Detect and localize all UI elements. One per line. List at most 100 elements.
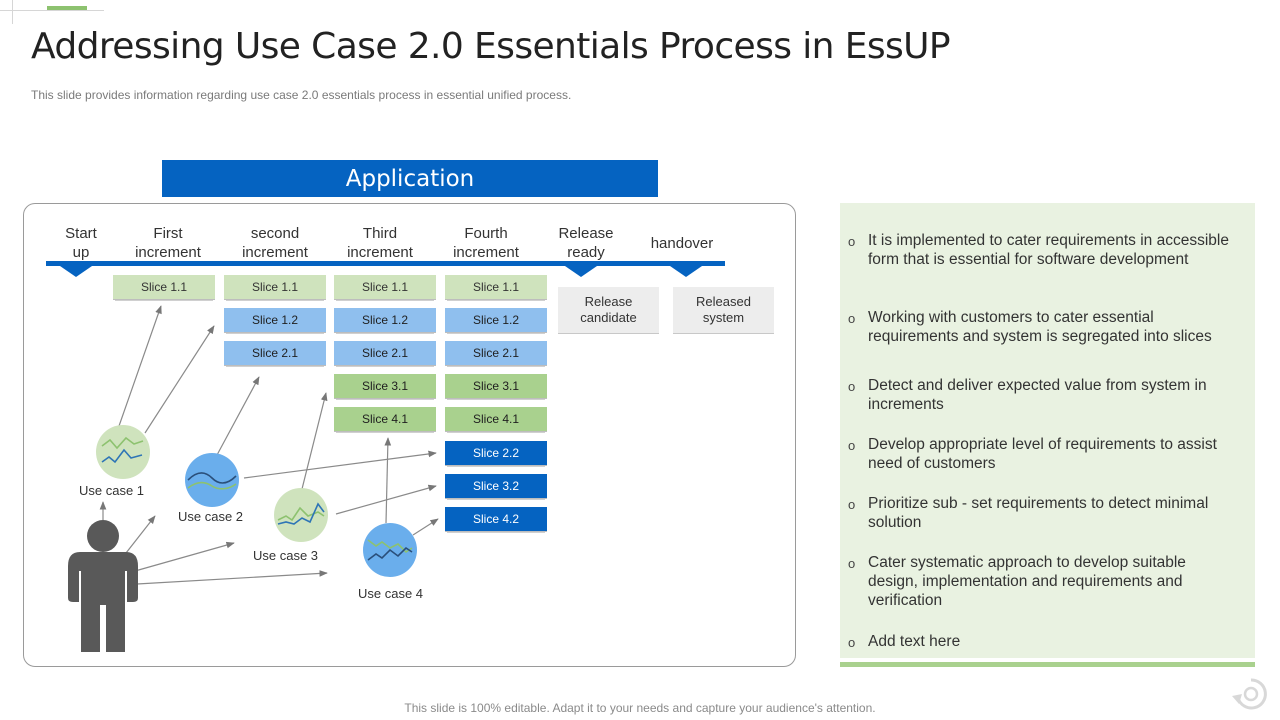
use-case-2-label: Use case 2 bbox=[178, 509, 244, 524]
slice-box: Slice 2.1 bbox=[445, 341, 547, 366]
slice-box: Slice 1.1 bbox=[113, 275, 215, 300]
bullet-text: Detect and deliver expected value from s… bbox=[868, 376, 1248, 414]
slice-box: Slice 1.1 bbox=[224, 275, 326, 300]
arrow-uc4-fourth bbox=[412, 518, 439, 536]
arrow-uc4-third bbox=[384, 437, 392, 524]
bullet-line: Develop appropriate level of requirement… bbox=[868, 436, 1217, 453]
trend-chart-icon bbox=[101, 436, 144, 464]
bullet-text: Prioritize sub - set requirements to det… bbox=[868, 494, 1248, 532]
bullet-line: Cater systematic approach to develop sui… bbox=[868, 554, 1186, 571]
slice-box: Slice 2.1 bbox=[334, 341, 436, 366]
stage-line-1: handover bbox=[650, 235, 714, 252]
stage-line-2: ready bbox=[567, 244, 605, 261]
bullet-line: It is implemented to cater requirements … bbox=[868, 232, 1229, 249]
stage-line-2: increment bbox=[242, 244, 308, 261]
stage-label-third-increment: Third increment bbox=[333, 224, 427, 262]
bullet-text: Working with customers to cater essentia… bbox=[868, 308, 1248, 346]
stage-label-start-up: Start up bbox=[50, 224, 112, 262]
release-candidate-line-1: Release bbox=[584, 294, 633, 309]
corner-accent bbox=[47, 6, 87, 10]
bullet-marker: o bbox=[848, 635, 856, 650]
slice-box: Slice 1.1 bbox=[445, 275, 547, 300]
timeline-marker-start bbox=[60, 266, 92, 277]
arrow-uc1-second bbox=[144, 325, 215, 434]
bullet-line: Detect and deliver expected value from s… bbox=[868, 377, 1207, 394]
refresh-logo-icon bbox=[1232, 678, 1267, 710]
timeline-line bbox=[46, 261, 725, 266]
page-title: Addressing Use Case 2.0 Essentials Proce… bbox=[31, 26, 951, 67]
footer-note: This slide is 100% editable. Adapt it to… bbox=[404, 701, 876, 715]
stage-line-1: First bbox=[153, 225, 183, 242]
use-case-diagram bbox=[68, 305, 439, 652]
timeline-bar bbox=[46, 261, 725, 277]
timeline-marker-handover bbox=[670, 266, 702, 277]
trend-chart-icon bbox=[277, 502, 325, 525]
bullet-marker: o bbox=[848, 311, 856, 326]
use-case-1-circle bbox=[96, 425, 150, 479]
stage-label-release-ready: Release ready bbox=[549, 224, 623, 262]
description-panel bbox=[840, 203, 1255, 658]
arrow-person-uc3 bbox=[134, 541, 235, 572]
release-candidate-line-2: candidate bbox=[580, 310, 637, 325]
bullet-text: Cater systematic approach to develop sui… bbox=[868, 553, 1248, 610]
corner-line-horizontal bbox=[0, 10, 104, 11]
arrow-uc1-first bbox=[118, 305, 162, 427]
corner-line-vertical bbox=[12, 0, 13, 24]
stage-line-2: increment bbox=[347, 244, 413, 261]
stage-line-1: Fourth bbox=[464, 225, 508, 242]
stage-line-1: Release bbox=[558, 225, 614, 242]
bullet-marker: o bbox=[848, 379, 856, 394]
slice-box: Slice 2.2 bbox=[445, 441, 547, 466]
trend-chart-icon bbox=[367, 539, 413, 561]
stage-label-second-increment: second increment bbox=[228, 224, 322, 262]
arrow-uc2-second bbox=[216, 376, 260, 456]
stage-line-2: up bbox=[72, 244, 90, 261]
bullet-line: Working with customers to cater essentia… bbox=[868, 309, 1154, 326]
stage-line-1: second bbox=[250, 225, 300, 242]
slice-box: Slice 2.1 bbox=[224, 341, 326, 366]
slice-box: Slice 3.2 bbox=[445, 474, 547, 499]
slice-box: Slice 3.1 bbox=[445, 374, 547, 399]
stage-label-first-increment: First increment bbox=[122, 224, 214, 262]
bullet-text: Develop appropriate level of requirement… bbox=[868, 435, 1248, 473]
slice-box: Slice 4.1 bbox=[334, 407, 436, 432]
diagram-frame bbox=[23, 203, 796, 667]
stage-line-1: Start bbox=[65, 225, 97, 242]
arrow-group bbox=[99, 305, 439, 585]
bullet-text: It is implemented to cater requirements … bbox=[868, 231, 1248, 269]
slice-box: Slice 4.1 bbox=[445, 407, 547, 432]
bullet-line: solution bbox=[868, 514, 922, 531]
use-case-4-circle bbox=[363, 523, 417, 577]
stage-line-1: Third bbox=[362, 225, 398, 242]
bullet-line: Add text here bbox=[868, 633, 961, 650]
bullet-line: requirements and system is segregated in… bbox=[868, 328, 1212, 345]
timeline-marker-release bbox=[565, 266, 597, 277]
bullet-line: increments bbox=[868, 396, 944, 413]
released-system-line-2: system bbox=[702, 310, 745, 325]
use-case-1-label: Use case 1 bbox=[79, 483, 145, 498]
page-subtitle: This slide provides information regardin… bbox=[31, 88, 572, 102]
arrow-uc2-fourth bbox=[243, 450, 437, 479]
bullet-line: verification bbox=[868, 592, 943, 609]
bullet-marker: o bbox=[848, 497, 856, 512]
released-system-box: Released system bbox=[673, 287, 774, 334]
arrow-person-uc4 bbox=[136, 570, 328, 585]
use-case-3-circle bbox=[274, 488, 328, 542]
bullet-line: need of customers bbox=[868, 455, 996, 472]
use-case-4-label: Use case 4 bbox=[358, 586, 424, 601]
release-candidate-box: Release candidate bbox=[558, 287, 659, 334]
slice-box: Slice 1.2 bbox=[445, 308, 547, 333]
bullet-marker: o bbox=[848, 438, 856, 453]
slice-box: Slice 4.2 bbox=[445, 507, 547, 532]
bullet-text: Add text here bbox=[868, 632, 1248, 651]
use-case-3-label: Use case 3 bbox=[253, 548, 319, 563]
slice-box: Slice 3.1 bbox=[334, 374, 436, 399]
bullet-marker: o bbox=[848, 556, 856, 571]
slice-box: Slice 1.1 bbox=[334, 275, 436, 300]
bullet-marker: o bbox=[848, 234, 856, 249]
person-icon bbox=[68, 520, 138, 652]
arrow-uc3-third bbox=[301, 392, 328, 490]
arrow-person-uc2 bbox=[125, 515, 156, 554]
released-system-line-1: Released bbox=[696, 294, 751, 309]
slice-box: Slice 1.2 bbox=[334, 308, 436, 333]
